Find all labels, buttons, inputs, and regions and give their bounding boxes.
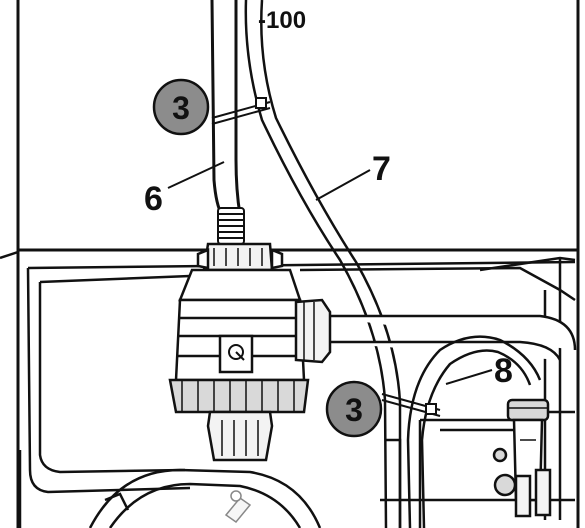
- leader-7: [315, 169, 371, 201]
- lower-tank-cap: [88, 468, 322, 528]
- cable-tie-upper: [211, 97, 271, 125]
- filter-assembly: [168, 242, 332, 462]
- callout-6: 6: [144, 180, 163, 218]
- callout-7: 7: [372, 150, 391, 188]
- key-icon: [224, 490, 252, 524]
- tank-outline: [16, 0, 580, 528]
- cable-tie-lower: [381, 393, 441, 417]
- hose-6: [210, 0, 242, 217]
- scale-label: -100: [258, 7, 306, 34]
- badge-upper: 3: [152, 78, 210, 136]
- leader-lines: [167, 161, 493, 385]
- badge-upper-label: 3: [172, 90, 190, 126]
- leader-6: [167, 161, 225, 189]
- corrugated-hose-section: [217, 207, 245, 245]
- badge-lower: 3: [325, 380, 383, 438]
- badge-lower-label: 3: [345, 392, 363, 428]
- dosing-pump: [492, 398, 552, 518]
- outlet-pipe: [320, 314, 577, 361]
- leader-8: [445, 369, 493, 385]
- callout-8: 8: [494, 352, 513, 390]
